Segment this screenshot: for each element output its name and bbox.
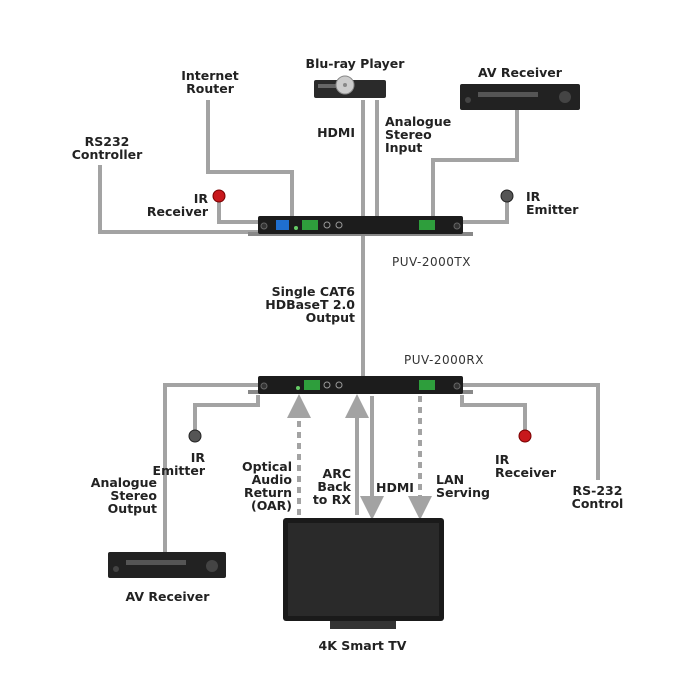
ir-emitter-bottom-icon <box>188 429 202 443</box>
ir-receiver-top-label: IR Receiver <box>146 191 208 219</box>
cable-rs232-controller <box>98 165 258 234</box>
hdmi-top-label: HDMI <box>317 125 355 140</box>
av-receiver-top-label: AV Receiver <box>478 65 562 80</box>
router-label: Internet Router <box>181 68 239 96</box>
cable-av-receiver-top <box>431 108 519 216</box>
analogue-input-label: Analogue Stereo Input <box>385 114 452 155</box>
rs232-controller-label: RS232 Controller <box>71 134 143 162</box>
tv-device <box>283 518 444 629</box>
hdmi-bottom-label: HDMI <box>376 480 414 495</box>
av-receiver-bottom-label: AV Receiver <box>125 589 210 604</box>
rs232-control-label: RS-232 Control <box>571 483 624 511</box>
analogue-output-label: Analogue Stereo Output <box>90 475 157 516</box>
cable-ir-emitter-top <box>462 197 509 224</box>
ir-emitter-top-icon <box>500 189 514 203</box>
ir-emitter-top-label: IR Emitter <box>526 189 579 217</box>
tv-label: 4K Smart TV <box>318 638 407 653</box>
cable-ir-emitter-bottom <box>193 395 260 435</box>
bluray-player-device <box>314 75 386 98</box>
av-receiver-bottom-device <box>108 552 226 578</box>
bluray-label: Blu-ray Player <box>305 56 405 71</box>
cable-router <box>206 100 294 216</box>
av-receiver-top-device <box>460 84 580 110</box>
cat6-label: Single CAT6 HDBaseT 2.0 Output <box>265 284 355 325</box>
ir-receiver-bottom-label: IR Receiver <box>495 452 557 480</box>
cable-ir-receiver-top <box>217 197 258 224</box>
oar-label: Optical Audio Return (OAR) <box>242 459 292 513</box>
cable-analogue-output <box>163 383 258 553</box>
cable-rs232-control <box>462 383 600 480</box>
ir-receiver-top-icon <box>212 189 226 203</box>
arc-label: ARC Back to RX <box>312 466 351 507</box>
tx-model-label: PUV-2000TX <box>392 255 471 269</box>
tx-device <box>248 216 473 236</box>
lan-label: LAN Serving <box>436 472 490 500</box>
ir-receiver-bottom-icon <box>518 429 532 443</box>
cable-ir-receiver-bottom <box>460 395 527 435</box>
rx-device <box>248 376 473 394</box>
rx-model-label: PUV-2000RX <box>404 353 484 367</box>
ir-emitter-bottom-label: IR Emitter <box>152 450 205 478</box>
